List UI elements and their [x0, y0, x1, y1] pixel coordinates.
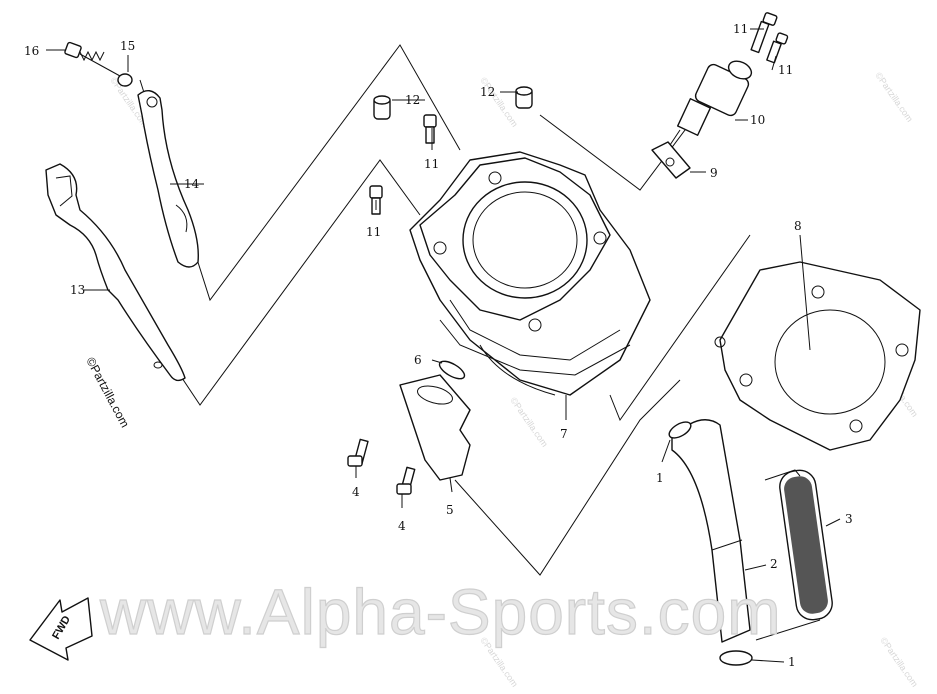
part-1-clamp-upper: [668, 421, 692, 439]
part-4-bolt-lower: [396, 466, 416, 495]
callout-1-lower: 1: [788, 655, 796, 669]
part-15-washer: [117, 73, 133, 87]
callout-1-upper: 1: [656, 471, 664, 485]
part-8-head-gasket: [714, 261, 921, 451]
callout-9: 9: [710, 166, 718, 180]
part-11-bolt-mid: [423, 114, 437, 144]
part-10-tensioner: [669, 60, 753, 146]
stamp-4: ©Partzilla.com: [508, 395, 550, 448]
callout-12-right: 12: [480, 85, 495, 99]
callout-7: 7: [560, 427, 568, 441]
stamp-1: ©Partzilla.com: [478, 75, 520, 128]
part-12-dowel-left: [373, 95, 391, 120]
callout-13: 13: [70, 283, 85, 297]
callout-5: 5: [446, 503, 454, 517]
callout-11-left: 11: [366, 225, 381, 239]
part-13-chain-guide: [45, 163, 186, 382]
part-9-gasket: [651, 141, 691, 179]
leader-lines: [46, 28, 841, 663]
part-3-filter: [755, 469, 833, 641]
zigzag-frame-gasket: [609, 234, 751, 422]
part-16-bolt: [64, 41, 121, 77]
callout-4-lower: 4: [398, 519, 406, 533]
callout-12-left: 12: [405, 93, 420, 107]
callout-11-top: 11: [733, 22, 748, 36]
part-6-oring: [438, 360, 466, 380]
stamp-2: ©Partzilla.com: [873, 70, 915, 123]
callout-14: 14: [184, 177, 200, 191]
zigzag-frame-right: [539, 109, 701, 191]
part-11-bolt-top-right: [750, 12, 789, 64]
callout-6: 6: [414, 353, 422, 367]
callout-numbers: 16 15 14 13 12 12 11 11 11 11 10 9 8 7 6…: [24, 22, 853, 669]
part-14-tensioner-arm: [137, 90, 199, 268]
callout-11-right: 11: [778, 63, 793, 77]
callout-2: 2: [770, 557, 778, 571]
part-5-intake-elbow: [399, 374, 471, 481]
callout-15: 15: [120, 39, 135, 53]
stamp-7: ©Partzilla.com: [878, 635, 920, 688]
callout-8: 8: [794, 219, 802, 233]
part-12-dowel-right: [515, 86, 533, 109]
callout-4-upper: 4: [352, 485, 360, 499]
part-4-bolt-upper: [347, 438, 369, 467]
copyright-text: ©Partzilla.com: [83, 355, 132, 430]
part-7-cylinder: [409, 151, 651, 396]
fwd-arrow: FWD: [29, 597, 93, 661]
watermark-text: www.Alpha-Sports.com: [99, 576, 782, 648]
zigzag-frame-bottom: [454, 379, 681, 576]
callout-10: 10: [750, 113, 765, 127]
callout-11-mid: 11: [424, 157, 439, 171]
callout-3: 3: [845, 512, 853, 526]
part-1-clamp-lower: [719, 650, 753, 666]
callout-16: 16: [24, 44, 39, 58]
